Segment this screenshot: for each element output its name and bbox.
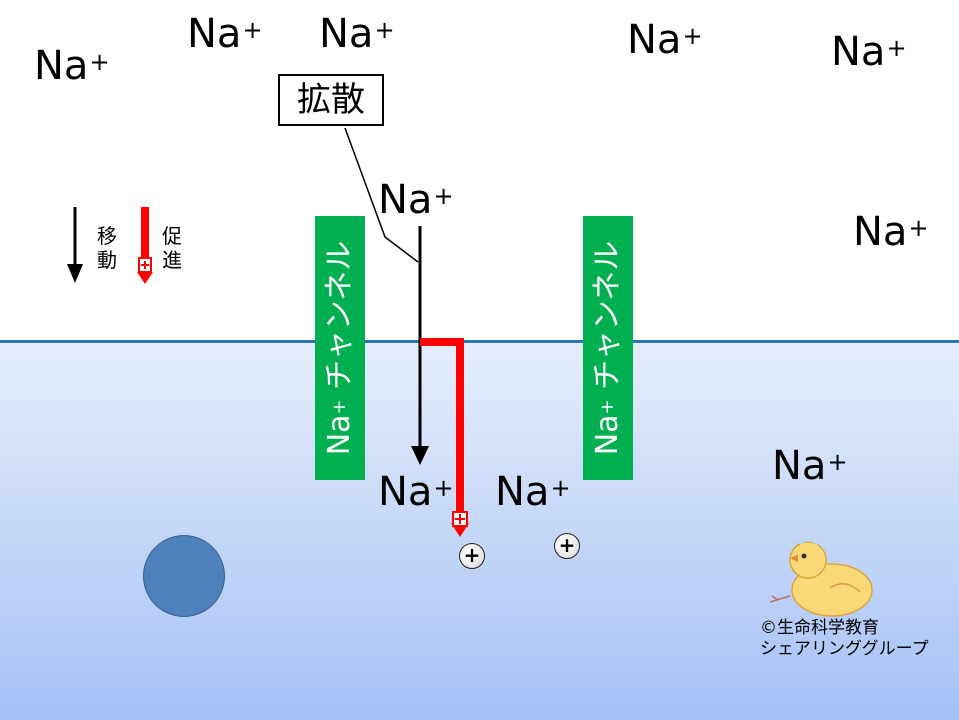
- legend-movement-arrow-head: [67, 264, 83, 283]
- na-ion-outside-3: Na+: [319, 11, 395, 57]
- legend-promotion-arrow-head: [137, 272, 153, 284]
- na-ion-outside-4: Na+: [627, 17, 703, 63]
- na-ion-entering: Na+: [378, 177, 454, 223]
- credit-line-1: ©生命科学教育: [760, 618, 879, 638]
- cytoplasm-region: [0, 342, 959, 720]
- diffusion-arrow-head: [411, 446, 429, 465]
- legend-movement-label: 移動: [97, 224, 117, 272]
- na-ion-outside-2: Na+: [187, 11, 263, 57]
- chick-mascot-icon: [769, 538, 873, 617]
- legend-promotion-label: 促進: [162, 224, 182, 272]
- na-channel-left: Na+ チャンネル: [315, 216, 365, 480]
- na-ion-outside-5: Na+: [831, 29, 907, 75]
- positive-charge-1: +: [459, 543, 485, 569]
- cell-membrane: [0, 340, 959, 343]
- na-channel-right: Na+ チャンネル: [583, 216, 633, 480]
- promotion-arrow-path: [420, 338, 464, 513]
- credit-text: ©生命科学教育 シェアリンググループ: [760, 618, 929, 660]
- diffusion-leader-line: [344, 127, 419, 263]
- na-ion-outside-1: Na+: [34, 43, 110, 89]
- credit-line-2: シェアリンググループ: [760, 639, 929, 659]
- diffusion-label-box: 拡散: [278, 74, 384, 126]
- na-ion-inside-2: Na+: [495, 469, 571, 515]
- positive-charge-2: +: [554, 533, 580, 559]
- na-ion-outside-6: Na+: [853, 209, 929, 255]
- na-ion-inside-1: Na+: [378, 469, 454, 515]
- blue-circle: [143, 535, 225, 617]
- na-ion-inside-3: Na+: [772, 443, 848, 489]
